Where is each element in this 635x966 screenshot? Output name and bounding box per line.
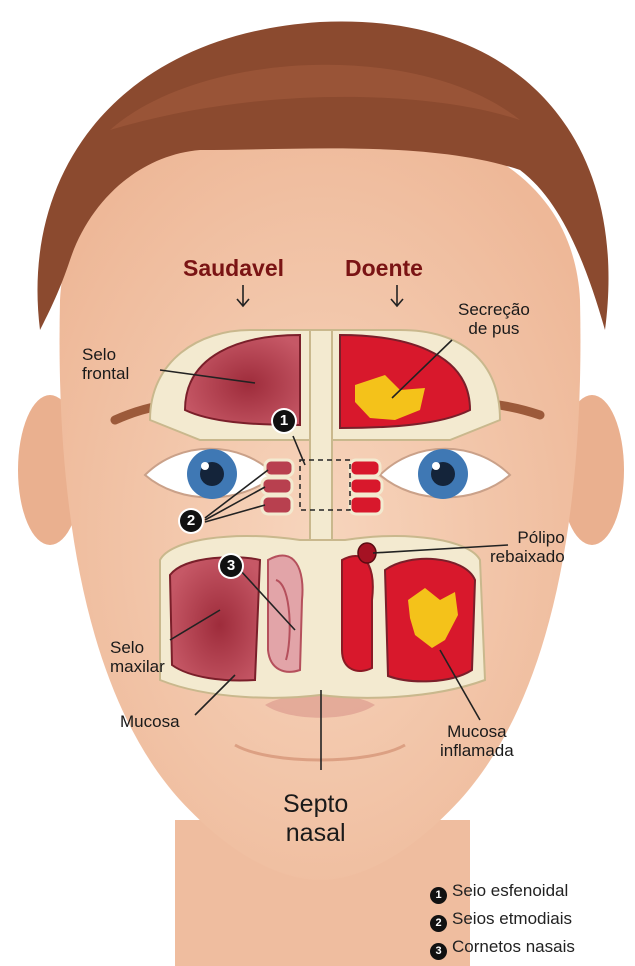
label-maxillary: Selo maxilar (110, 638, 165, 676)
sick-turbinate (342, 556, 373, 671)
legend-item-1: 1 Seio esfenoidal (430, 880, 568, 904)
label-polyp-text: Pólipo rebaixado (490, 528, 565, 566)
ethmoid-right-2 (350, 478, 382, 494)
healthy-turbinate (268, 556, 303, 672)
legend-item-3: 3 Cornetos nasais (430, 936, 575, 960)
legend-marker-3: 3 (430, 943, 447, 960)
legend-text-3: Cornetos nasais (452, 937, 575, 956)
label-frontal-sinus-text: Selo frontal (82, 345, 129, 383)
label-polyp: Pólipo rebaixado (490, 528, 565, 566)
legend-text-2: Seios etmodiais (452, 909, 572, 928)
label-inflamed-mucosa-text: Mucosa inflamada (440, 722, 514, 760)
marker-3: 3 (220, 555, 242, 577)
label-frontal-sinus: Selo frontal (82, 345, 129, 383)
healthy-maxillary-sinus (170, 557, 260, 680)
label-pus: Secreção de pus (458, 300, 530, 338)
label-mucosa: Mucosa (120, 712, 180, 731)
label-inflamed-mucosa: Mucosa inflamada (440, 722, 514, 760)
label-maxillary-text: Selo maxilar (110, 638, 165, 676)
legend-text-1: Seio esfenoidal (452, 881, 568, 900)
marker-2: 2 (180, 510, 202, 532)
legend-marker-1: 1 (430, 887, 447, 904)
label-septum-text: Septo nasal (283, 790, 348, 847)
right-eye-glint (432, 462, 440, 470)
legend-marker-2: 2 (430, 915, 447, 932)
ethmoid-right-1 (350, 460, 380, 476)
ethmoid-left-1 (265, 460, 293, 476)
left-eye-glint (201, 462, 209, 470)
ethmoid-left-2 (262, 478, 292, 494)
ethmoid-right-3 (350, 496, 382, 514)
heading-sick: Doente (345, 255, 423, 282)
label-septum: Septo nasal (283, 790, 348, 848)
marker-1: 1 (273, 410, 295, 432)
legend-item-2: 2 Seios etmodiais (430, 908, 572, 932)
label-pus-text: Secreção de pus (458, 300, 530, 338)
ethmoid-left-3 (262, 496, 292, 514)
heading-healthy: Saudavel (183, 255, 284, 282)
